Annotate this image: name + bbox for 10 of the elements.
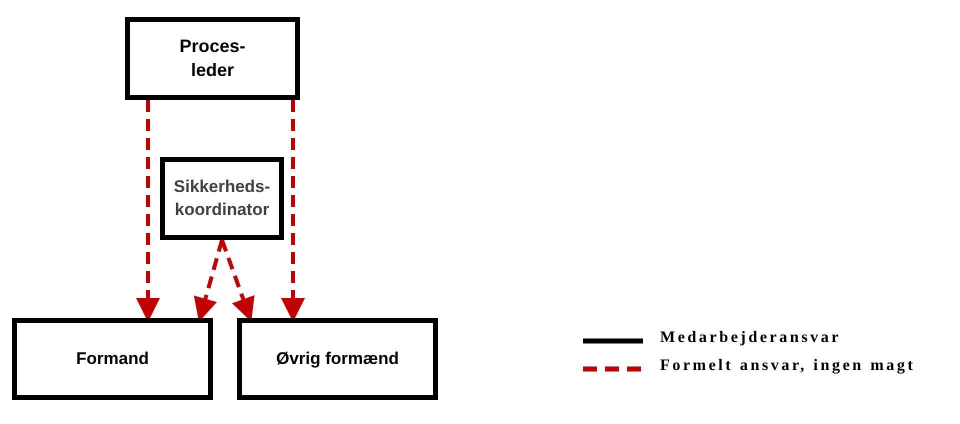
legend-label: Formelt ansvar, ingen magt bbox=[660, 356, 916, 376]
role-box bbox=[237, 318, 438, 400]
role-box bbox=[12, 318, 213, 400]
role-label: Øvrig formænd bbox=[276, 348, 399, 370]
legend-label: Medarbejderansvar bbox=[660, 328, 842, 348]
role-label: Proces- leder bbox=[178, 35, 247, 82]
role-label: Formand bbox=[76, 348, 149, 370]
role-box bbox=[125, 17, 300, 100]
role-label: Sikkerheds- koordinator bbox=[172, 176, 272, 220]
role-box bbox=[160, 157, 284, 240]
